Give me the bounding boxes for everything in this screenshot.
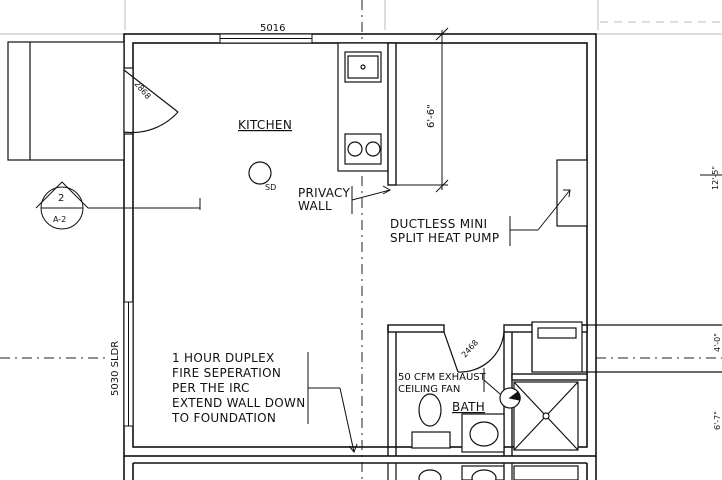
closet-fixture [531, 321, 722, 373]
porch-slab [7, 41, 125, 161]
edge-dim-2: 4'-0" [713, 333, 722, 352]
fire-note-line5: TO FOUNDATION [171, 411, 276, 425]
slider-tag: 5030 SLDR [110, 341, 121, 396]
privacy-note-line1: PRIVACY [298, 186, 351, 200]
section-number: 2 [58, 193, 64, 204]
smoke-detector-tag: SD [265, 183, 276, 192]
privacy-note-line2: WALL [298, 199, 332, 213]
ductless-note-line1: DUCTLESS MINI [390, 217, 487, 231]
edge-dim-1: 12'-5" [711, 166, 720, 190]
privacy-wall [387, 42, 397, 186]
fire-note-line1: 1 HOUR DUPLEX [172, 351, 275, 365]
bath-door-tag: 2468 [460, 338, 480, 359]
fan-leader [483, 368, 501, 395]
room-label-kitchen: KITCHEN [238, 118, 292, 132]
window-top [219, 33, 313, 44]
smoke-detector-icon [248, 161, 272, 185]
entry-door-tag: 2868 [132, 80, 152, 101]
window-top-tag: 5016 [260, 23, 285, 34]
section-marker [35, 181, 201, 230]
dimension-line [388, 27, 449, 193]
room-label-bath: BATH [452, 400, 485, 414]
entry-door [123, 67, 179, 135]
construction-lines [0, 0, 722, 35]
fire-leader [307, 352, 358, 453]
privacy-leader [351, 185, 392, 214]
slider-door [123, 301, 134, 427]
bath-door [443, 331, 505, 373]
fan-note-line1: 50 CFM EXHAUST [398, 372, 487, 383]
edge-dim-3: 6'-7" [713, 411, 722, 430]
fire-note-line2: FIRE SEPERATION [172, 366, 281, 380]
ductless-leader [509, 189, 571, 246]
fan-note-line2: CEILING FAN [398, 384, 460, 395]
toilet [411, 393, 451, 449]
heat-pump-unit [556, 159, 588, 227]
exhaust-fan-icon [499, 387, 521, 409]
fire-note-line3: PER THE IRC [172, 381, 250, 395]
fire-note-line4: EXTEND WALL DOWN [172, 396, 305, 410]
lower-unit-fixtures [387, 463, 579, 480]
kitchen-counter [337, 42, 389, 172]
bath-sink [461, 413, 505, 453]
shower [513, 381, 579, 451]
exterior-walls [123, 33, 597, 480]
section-sheet: A-2 [53, 215, 66, 224]
ductless-note-line2: SPLIT HEAT PUMP [390, 231, 499, 245]
dimension-vertical: 6'-6" [426, 104, 437, 128]
